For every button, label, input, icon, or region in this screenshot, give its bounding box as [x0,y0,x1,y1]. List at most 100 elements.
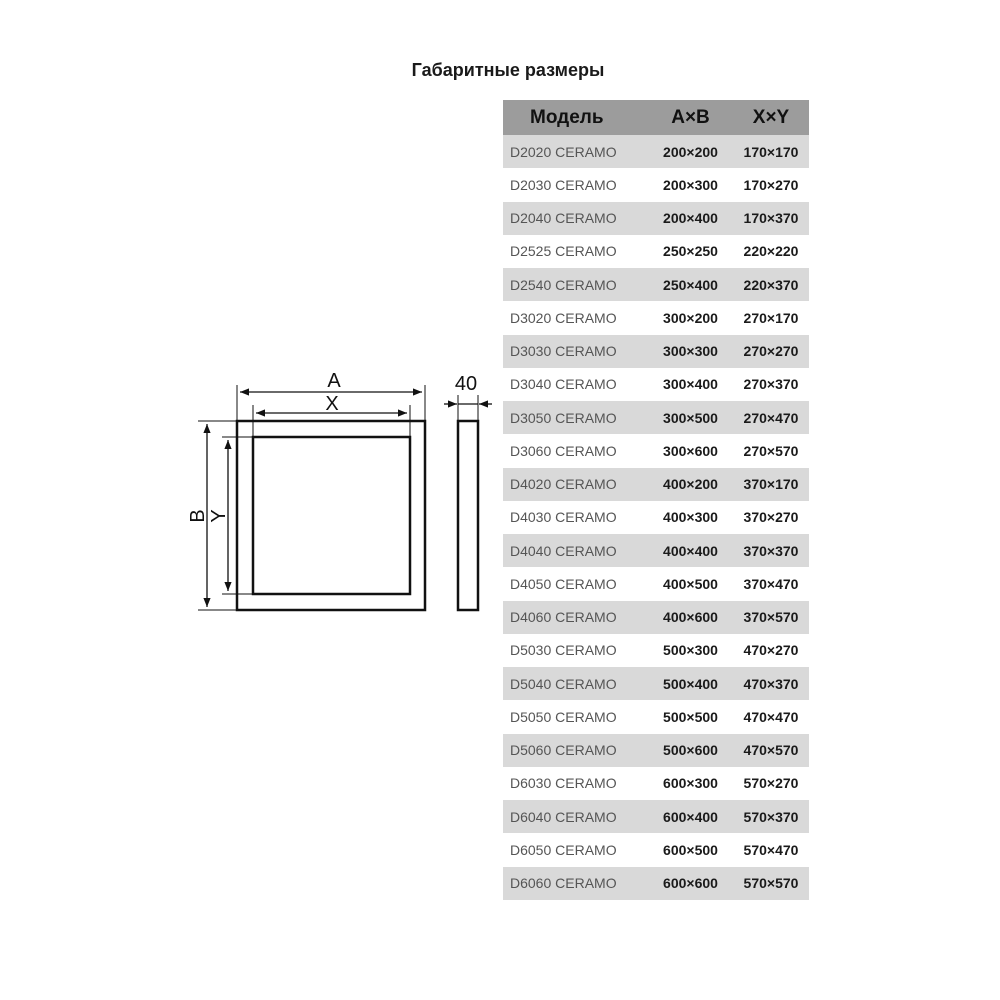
cell-model: D3040 CERAMO [510,376,617,393]
table-row: D4030 CERAMO 400×300 370×270 [503,501,809,534]
header-xy: X×Y [752,106,790,128]
cell-xy: 270×470 [743,409,799,426]
cell-ab: 500×600 [663,742,718,759]
cell-xy: 370×470 [743,575,799,592]
table-header: Модель A×B X×Y [503,100,809,135]
cell-ab: 500×400 [663,675,718,692]
table-row: D2525 CERAMO 250×250 220×220 [503,235,809,268]
cell-model: D5050 CERAMO [510,708,617,725]
cell-model: D4040 CERAMO [510,542,617,559]
cell-xy: 270×570 [743,442,799,459]
cell-model: D4020 CERAMO [510,476,617,493]
cell-model: D3060 CERAMO [510,442,617,459]
cell-xy: 270×270 [743,343,799,360]
table-row: D3050 CERAMO 300×500 270×470 [503,401,809,435]
cell-model: D5030 CERAMO [510,642,617,659]
outer-frame [235,419,427,612]
table-row: D6060 CERAMO 600×600 570×570 [503,866,809,900]
cell-ab: 400×200 [663,476,718,493]
cell-ab: 200×300 [663,176,718,193]
label-y: Y [208,509,230,522]
cell-xy: 470×570 [743,742,799,759]
cell-ab: 600×600 [663,875,718,892]
cell-model: D6050 CERAMO [510,841,617,858]
cell-ab: 600×400 [663,808,718,825]
cell-ab: 300×200 [663,309,718,326]
table-row: D5030 CERAMO 500×300 470×270 [503,634,809,667]
table-row: D6040 CERAMO 600×400 570×370 [503,800,809,834]
cell-xy: 220×220 [743,243,799,260]
cell-xy: 370×170 [743,476,799,493]
cell-ab: 400×400 [663,542,718,559]
cell-ab: 200×400 [663,210,718,227]
cell-model: D2525 CERAMO [510,243,617,260]
cell-xy: 270×170 [743,309,799,326]
cell-xy: 370×370 [743,542,799,559]
cell-ab: 250×250 [663,243,718,260]
label-x: X [325,393,338,415]
cell-ab: 500×500 [663,708,718,725]
cell-model: D3020 CERAMO [510,309,617,326]
cell-model: D6030 CERAMO [510,775,617,792]
cell-xy: 570×270 [743,775,799,792]
cell-model: D4030 CERAMO [510,509,617,526]
header-ab: A×B [671,106,710,128]
cell-ab: 400×300 [663,509,718,526]
cell-xy: 170×170 [743,143,799,160]
label-a: A [327,370,341,392]
table-row: D4060 CERAMO 400×600 370×570 [503,600,809,634]
cell-model: D5040 CERAMO [510,675,617,692]
side-profile [456,419,480,612]
cell-xy: 170×270 [743,176,799,193]
cell-model: D6060 CERAMO [510,875,617,892]
cell-ab: 250×400 [663,276,718,293]
cell-ab: 400×600 [663,609,718,626]
cell-ab: 500×300 [663,642,718,659]
label-depth: 40 [455,373,477,395]
cell-ab: 600×500 [663,841,718,858]
table-row: D4040 CERAMO 400×400 370×370 [503,534,809,568]
cell-xy: 220×370 [743,276,799,293]
table-row: D4050 CERAMO 400×500 370×470 [503,567,809,600]
cell-model: D2020 CERAMO [510,143,617,160]
table-row: D3020 CERAMO 300×200 270×170 [503,301,809,334]
table-row: D2020 CERAMO 200×200 170×170 [503,135,809,169]
page-title: Габаритные размеры [411,60,605,80]
table-row: D4020 CERAMO 400×200 370×170 [503,467,809,501]
table-row: D3040 CERAMO 300×400 270×370 [503,368,809,401]
table-row: D2030 CERAMO 200×300 170×270 [503,168,809,201]
cell-ab: 400×500 [663,575,718,592]
cell-xy: 370×270 [743,509,799,526]
cell-model: D4060 CERAMO [510,609,617,626]
cell-model: D6040 CERAMO [510,808,617,825]
cell-xy: 370×570 [743,609,799,626]
table-row: D2540 CERAMO 250×400 220×370 [503,268,809,302]
table-row: D5050 CERAMO 500×500 470×470 [503,700,809,733]
cell-model: D4050 CERAMO [510,575,617,592]
label-b: B [187,509,209,522]
cell-ab: 300×400 [663,376,718,393]
cell-xy: 570×470 [743,841,799,858]
header-model: Модель [530,106,604,128]
cell-ab: 600×300 [663,775,718,792]
table-row: D6030 CERAMO 600×300 570×270 [503,767,809,800]
cell-model: D3050 CERAMO [510,409,617,426]
cell-xy: 270×370 [743,376,799,393]
cell-xy: 470×270 [743,642,799,659]
cell-xy: 570×570 [743,875,799,892]
dimensions-table: Модель A×B X×Y D2020 CERAMO 200×200 170×17… [503,100,809,900]
cell-ab: 300×500 [663,409,718,426]
table-row: D6050 CERAMO 600×500 570×470 [503,833,809,866]
cell-ab: 200×200 [663,143,718,160]
cell-model: D2030 CERAMO [510,176,617,193]
cell-model: D3030 CERAMO [510,343,617,360]
cell-model: D2540 CERAMO [510,276,617,293]
cell-xy: 570×370 [743,808,799,825]
cell-xy: 170×370 [743,210,799,227]
cell-xy: 470×470 [743,708,799,725]
